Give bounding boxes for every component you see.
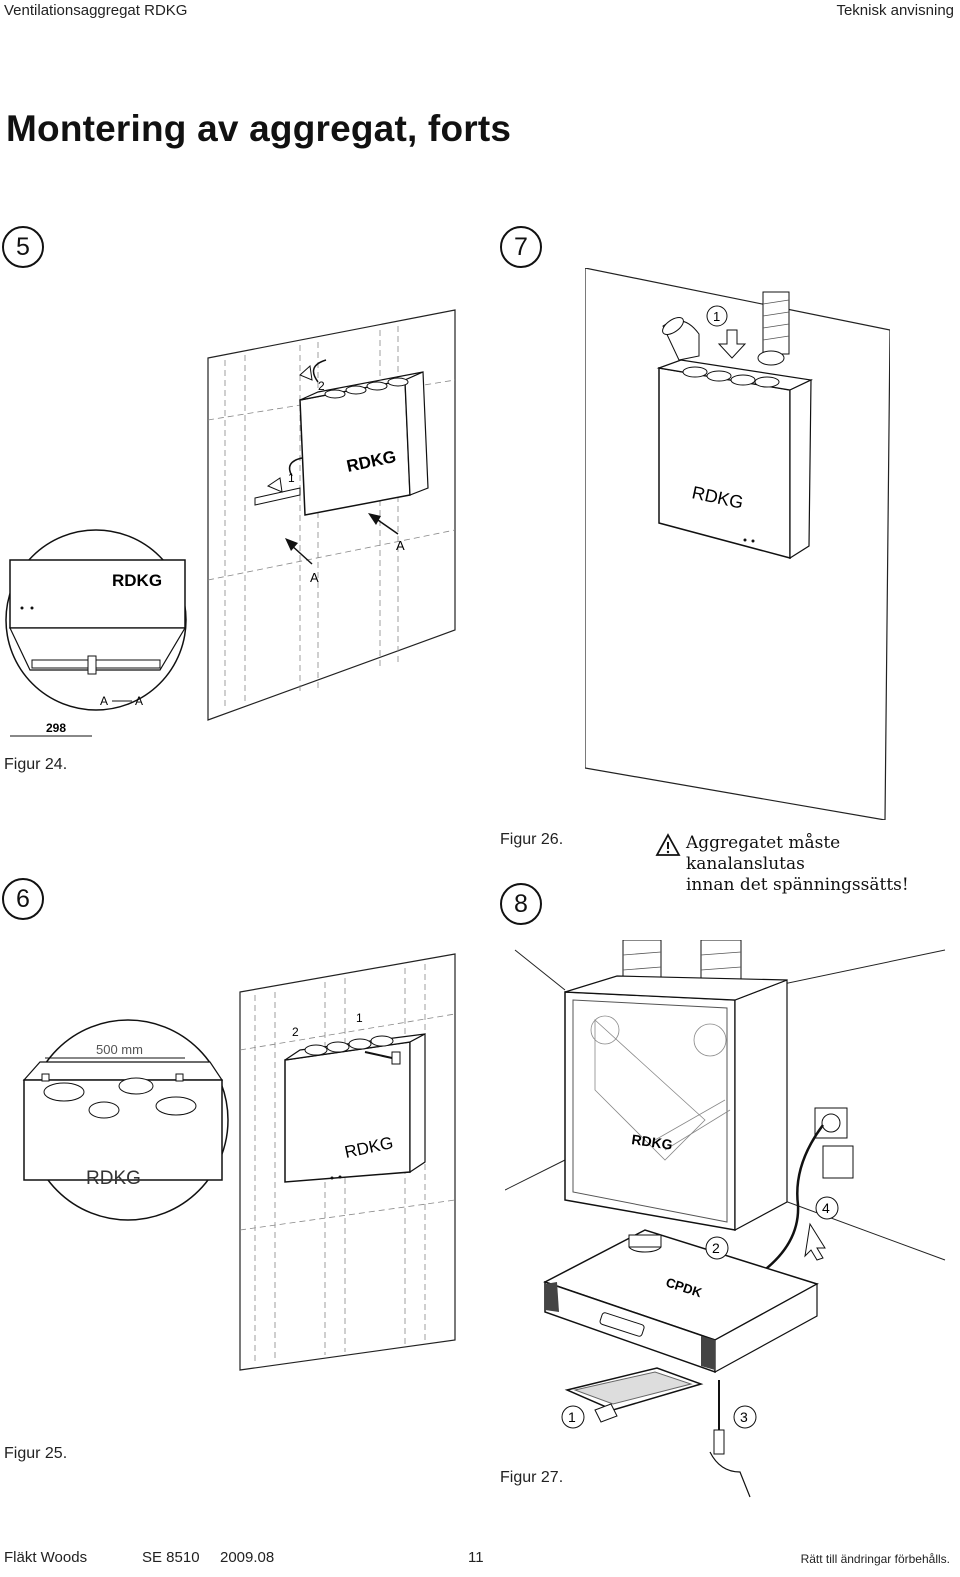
footer-disclaimer: Rätt till ändringar förbehålls. bbox=[800, 1552, 950, 1566]
figure-27-illustration: RDKG 4 CPDK 2 1 3 bbox=[505, 940, 946, 1498]
step-5-marker: 5 bbox=[2, 226, 44, 268]
fig24-zoom-unit-label: RDKG bbox=[112, 571, 162, 590]
step-6-marker: 6 bbox=[2, 878, 44, 920]
footer-doc-number: SE 8510 bbox=[142, 1549, 200, 1566]
fig27-marker-2: 2 bbox=[712, 1240, 720, 1256]
fig24-label-a-2: A bbox=[396, 538, 405, 553]
step-7-marker: 7 bbox=[500, 226, 542, 268]
fig27-marker-4: 4 bbox=[822, 1200, 830, 1216]
footer-page-number: 11 bbox=[468, 1549, 484, 1566]
fig25-dimension: 500 mm bbox=[96, 1042, 143, 1057]
figure-25-caption: Figur 25. bbox=[4, 1445, 68, 1462]
fig24-label-a-1: A bbox=[310, 570, 319, 585]
header-doc-type: Teknisk anvisning bbox=[836, 2, 954, 19]
figure-26-illustration: 1 RDKG bbox=[585, 268, 890, 820]
figure-25-illustration: RDKG 2 1 500 mm RDKG bbox=[22, 953, 456, 1371]
fig24-zoom-label-a-1: A bbox=[100, 694, 108, 708]
figure-24-illustration: RDKG 2 1 A A RDKG A A 298 bbox=[5, 309, 456, 737]
fig27-marker-1: 1 bbox=[568, 1409, 576, 1425]
figure-24-caption: Figur 24. bbox=[4, 756, 68, 773]
fig25-zoom-unit-label: RDKG bbox=[86, 1168, 141, 1189]
fig24-zoom-label-a-2: A bbox=[135, 694, 143, 708]
header-product-title: Ventilationsaggregat RDKG bbox=[4, 2, 188, 19]
warning-line-1: Aggregatet måste kanalanslutas bbox=[686, 833, 841, 874]
footer-date: 2009.08 bbox=[220, 1549, 275, 1566]
warning-triangle-icon bbox=[655, 833, 681, 856]
fig25-marker-2: 2 bbox=[292, 1025, 299, 1039]
fig27-marker-3: 3 bbox=[740, 1409, 748, 1425]
warning-line-2: innan det spänningssätts! bbox=[686, 875, 909, 895]
footer-company: Fläkt Woods bbox=[4, 1549, 88, 1566]
page-title: Montering av aggregat, forts bbox=[6, 108, 512, 149]
figure-27-caption: Figur 27. bbox=[500, 1469, 564, 1486]
warning-text: Aggregatet måste kanalanslutas innan det… bbox=[686, 833, 960, 896]
fig24-marker-2: 2 bbox=[318, 379, 325, 393]
fig26-marker-1: 1 bbox=[713, 309, 720, 324]
fig27-unit-label: RDKG bbox=[631, 1131, 674, 1153]
step-8-marker: 8 bbox=[500, 883, 542, 925]
fig25-marker-1: 1 bbox=[356, 1011, 363, 1025]
fig24-dimension: 298 bbox=[46, 721, 66, 735]
fig24-marker-1: 1 bbox=[288, 471, 295, 485]
figure-26-caption: Figur 26. bbox=[500, 831, 564, 848]
